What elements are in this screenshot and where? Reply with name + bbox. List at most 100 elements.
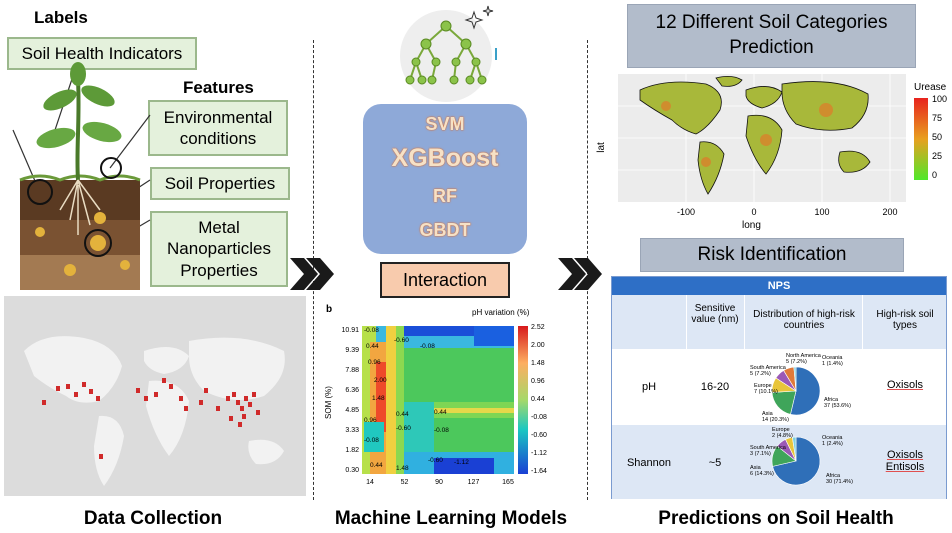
ml-models-caption: Machine Learning Models	[334, 508, 568, 529]
nanoparticle	[120, 260, 130, 270]
heatmap-cell-label: -0.60	[428, 457, 443, 464]
heatmap-xtick: 127	[468, 479, 480, 486]
pie-label-name: Europe	[772, 427, 790, 433]
metal-nanoparticles-box: Metal Nanoparticles Properties	[150, 211, 288, 287]
heatmap-xtick: 14	[366, 479, 374, 486]
pie-label-name: Oceania	[822, 355, 843, 361]
heatmap-ytick: 4.85	[345, 407, 359, 414]
map-legend-tick: 50	[932, 132, 942, 142]
interaction-box: Interaction	[380, 262, 510, 298]
model-xgboost: XGBoost	[391, 144, 499, 172]
map-legend-tick: 100	[932, 94, 947, 104]
asia-shape	[189, 337, 285, 400]
heatmap-cell-label: -0.08	[364, 437, 379, 444]
leaf	[81, 85, 115, 107]
soil-properties-label: Soil Properties	[164, 173, 276, 193]
plant-soil-illustration	[12, 62, 151, 290]
pie-label-value: 3 (7.1%)	[750, 451, 771, 457]
heatmap-cell-label: 0.44	[434, 409, 447, 416]
model-rf: RF	[433, 186, 457, 206]
pie-label-value: 6 (14.3%)	[750, 471, 774, 477]
heatmap-cell-label: 1.48	[396, 465, 409, 472]
pie-slice	[792, 436, 797, 462]
plant-stem	[75, 79, 81, 181]
nanoparticle	[90, 235, 106, 251]
predictions-caption: Predictions on Soil Health	[658, 508, 894, 529]
table-column-header-row	[612, 295, 946, 349]
heatmap-ytick: 3.33	[345, 427, 359, 434]
north-america-shape	[24, 336, 122, 403]
double-chevron-icon	[558, 258, 602, 290]
pie-label-value: 2 (4.8%)	[772, 433, 793, 439]
heatmap-colorbar	[518, 326, 528, 474]
risk-title: Risk Identification	[697, 244, 847, 265]
row-shannon-soil: Oxisols Entisols	[885, 449, 925, 473]
heatmap-xtick: 165	[502, 479, 514, 486]
pie-label-name: Asia	[750, 465, 762, 471]
table-header: NPS	[612, 277, 946, 295]
soil-layer-mid	[20, 220, 140, 255]
heatmap-ytick: 9.39	[345, 347, 359, 354]
col-distribution: Distribution of high-risk countries	[753, 309, 855, 331]
pie-slice	[793, 366, 797, 392]
heatmap-cbar-tick: -0.60	[531, 432, 547, 439]
pie-label-value: 37 (53.6%)	[824, 403, 851, 409]
roots	[59, 179, 101, 235]
heatmap-ytick: 10.91	[341, 327, 359, 334]
map-xtick: 0	[751, 207, 756, 217]
australia-shape	[838, 150, 871, 173]
pie-label-name: South America	[750, 445, 787, 451]
data-collection-map	[4, 296, 306, 496]
heatmap-cbar-tick: 2.00	[531, 342, 545, 349]
heatmap-xtick: 52	[401, 479, 409, 486]
africa-shape	[146, 380, 189, 456]
heatmap-ytick: 1.82	[345, 447, 359, 454]
europe-shape	[745, 86, 783, 109]
nanoparticle	[94, 212, 106, 224]
row-shannon-value: ~5	[708, 457, 722, 469]
pie-label-name: Oceania	[822, 435, 843, 441]
heatmap-cell-label: -0.60	[396, 425, 411, 432]
south-america-shape	[697, 141, 725, 195]
leaf	[70, 62, 86, 86]
soil-properties-box: Soil Properties	[150, 167, 290, 200]
leaf	[43, 89, 77, 111]
heatmap-cell-label: 2.00	[374, 377, 387, 384]
heatmap-ytick: 0.30	[345, 467, 359, 474]
pie-label-name: Europe	[754, 383, 772, 389]
heatmap-cell-label: -0.08	[420, 343, 435, 350]
col-soil-types: High-risk soil types	[876, 309, 934, 331]
heatmap-ytick: 7.88	[345, 367, 359, 374]
leaf	[82, 121, 122, 143]
heatmap-cbar-tick: -1.64	[531, 468, 547, 475]
heatmap-cbar-tick: 2.52	[531, 324, 545, 331]
heatmap-cell-label: 0.44	[370, 462, 383, 469]
heatmap-xtick: 90	[435, 479, 443, 486]
environmental-conditions-label: Environmental conditions	[163, 107, 273, 148]
metal-nanoparticles-label: Metal Nanoparticles Properties	[167, 218, 271, 280]
double-chevron-icon	[290, 258, 334, 290]
map-title: 12 Different Soil Categories Prediction	[655, 12, 888, 58]
nanoparticle	[35, 227, 45, 237]
heatmap-ytick: 6.36	[345, 387, 359, 394]
australia-shape	[248, 439, 284, 465]
row-ph-value: 16-20	[700, 381, 730, 393]
pie-label-value: 7 (10.1%)	[754, 389, 778, 395]
connector-line	[12, 129, 39, 189]
row-ph-soil: Oxisols	[886, 379, 924, 391]
heatmap-cbar-tick: -0.08	[531, 414, 547, 421]
pie-label-name: Africa	[826, 473, 841, 479]
heatmap-cbar-tick: 0.96	[531, 378, 545, 385]
south-america-shape	[94, 415, 124, 486]
heatmap-cell-label: -0.08	[364, 327, 379, 334]
risk-title-box: Risk Identification	[640, 238, 904, 272]
nanoparticle	[64, 264, 76, 276]
ml-models-box: SVM XGBoost RF GBDT	[363, 104, 527, 254]
map-legend-tick: 25	[932, 151, 942, 161]
pie-label-value: 5 (7.2%)	[750, 371, 771, 377]
map-xtick: 200	[882, 207, 897, 217]
europe-shape	[144, 347, 189, 374]
